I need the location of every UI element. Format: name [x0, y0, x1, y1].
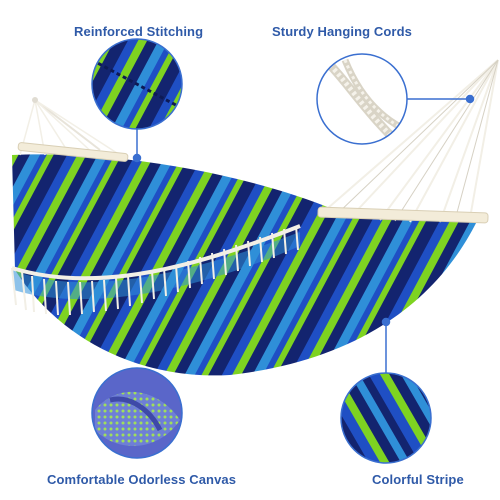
feature-label-reinforced-stitching: Reinforced Stitching — [74, 24, 204, 39]
feature-label-hanging-cords: Sturdy Hanging Cords — [272, 24, 412, 39]
callout-lines — [132, 94, 475, 373]
stitching-detail-circle — [91, 38, 183, 130]
right-spreader-bar — [317, 59, 499, 224]
left-spreader-bar — [17, 97, 129, 162]
feature-label-colorful-stripe: Colorful Stripe — [372, 472, 464, 487]
hammock-body — [11, 154, 480, 376]
canvas-detail-circle — [91, 367, 183, 459]
tassel-fringe — [11, 225, 299, 316]
cords-detail-circle — [316, 53, 408, 145]
stripe-detail-circle — [340, 372, 432, 464]
feature-label-odorless-canvas: Comfortable Odorless Canvas — [47, 472, 237, 487]
